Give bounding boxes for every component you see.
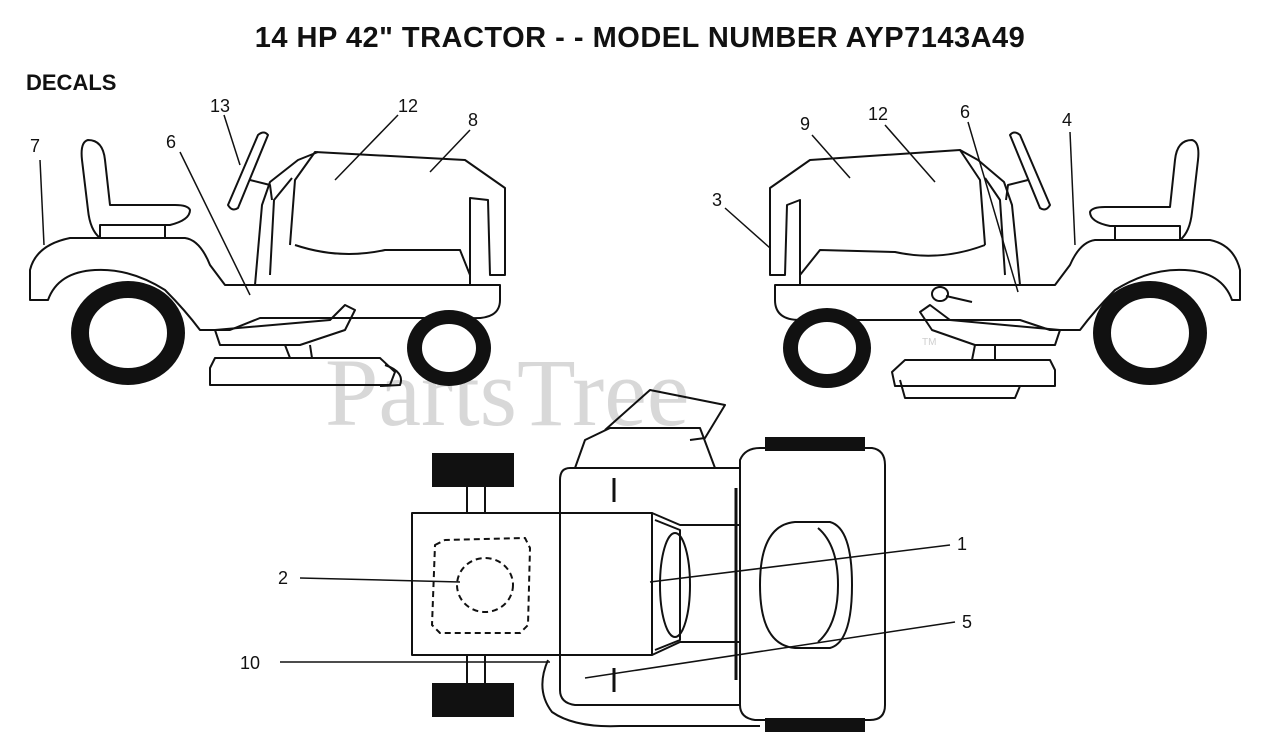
right-steering-column	[1005, 179, 1029, 201]
right-hood-lower	[799, 244, 986, 276]
right-fuel-cap	[931, 286, 949, 302]
left-front-wheel	[407, 310, 491, 386]
callout-4: 4	[1062, 110, 1072, 130]
leader-7	[39, 159, 45, 246]
callout-13: 13	[210, 96, 230, 116]
callout-10: 10	[240, 653, 260, 673]
watermark-text: PartsTree	[325, 339, 689, 446]
left-rear-wheel	[71, 281, 185, 385]
leader-3	[724, 207, 771, 249]
tractor-right-view	[769, 131, 1241, 399]
leader-2	[299, 577, 461, 583]
right-fuel-handle	[945, 295, 973, 303]
left-seat-base	[105, 226, 166, 239]
top-hood-shoulder	[654, 519, 681, 651]
callout-7: 7	[30, 136, 40, 156]
top-front-axle-upper	[466, 487, 486, 513]
right-rear-wheel	[1093, 281, 1207, 385]
left-steering-wheel	[227, 131, 269, 211]
top-rear-tire-upper	[765, 437, 865, 451]
top-steering-area	[574, 427, 716, 469]
callout-6-left: 6	[166, 132, 176, 152]
leader-4	[1069, 131, 1076, 246]
top-hood-neck	[651, 512, 740, 656]
top-deck-edge	[541, 659, 760, 728]
top-rear-tire-lower	[765, 718, 865, 732]
leader-5	[584, 621, 956, 679]
right-front-wheel	[783, 308, 871, 388]
top-seat	[759, 521, 853, 649]
callout-1: 1	[957, 534, 967, 554]
callout-5: 5	[962, 612, 972, 632]
callout-6-right: 6	[960, 102, 970, 122]
left-seat	[80, 139, 191, 239]
right-seat	[1089, 139, 1200, 241]
left-deck-mount	[284, 344, 313, 359]
tractor-left-view	[29, 131, 506, 387]
section-label: DECALS	[26, 70, 117, 95]
left-deck-chute	[379, 364, 402, 387]
top-decal-circle	[456, 557, 514, 613]
callout-12-left: 12	[398, 96, 418, 116]
leader-9	[811, 134, 851, 179]
left-mower-deck	[209, 357, 396, 386]
callout-9: 9	[800, 114, 810, 134]
right-deck-mount	[971, 344, 996, 361]
top-fender	[559, 467, 741, 706]
callout-12-right: 12	[868, 104, 888, 124]
top-hood	[411, 512, 653, 656]
left-dash-inner	[269, 177, 293, 276]
top-front-tire-lower	[432, 683, 514, 717]
leader-13	[223, 114, 241, 166]
left-running-board	[214, 304, 356, 346]
right-hood	[769, 149, 986, 285]
right-dash	[959, 149, 1021, 286]
leader-12-right	[884, 124, 936, 183]
right-dash-inner	[984, 177, 1006, 276]
left-hood-lower	[294, 244, 471, 276]
tractor-top-view	[411, 389, 886, 728]
leader-12-left	[334, 114, 399, 181]
top-decal-frame	[431, 537, 531, 634]
diagram-title: 14 HP 42" TRACTOR - - MODEL NUMBER AYP71…	[254, 22, 1026, 54]
top-front-axle-lower	[466, 655, 486, 683]
right-seat-base	[1114, 226, 1175, 241]
top-rear-body	[739, 447, 886, 721]
top-dash-pod	[659, 532, 691, 638]
top-seat-back	[817, 527, 839, 643]
callout-2: 2	[278, 568, 288, 588]
callout-3: 3	[712, 190, 722, 210]
right-mower-deck	[891, 359, 1056, 387]
leader-8	[429, 129, 471, 173]
watermark-tm: TM	[922, 337, 936, 348]
right-running-board	[919, 304, 1061, 346]
leader-1	[649, 544, 951, 583]
leader-6-left	[179, 151, 251, 296]
leader-lines	[39, 114, 1076, 679]
leader-6-right	[967, 121, 1019, 293]
left-steering-column	[249, 179, 273, 201]
left-dash	[254, 151, 319, 286]
top-steering-wheel	[604, 389, 726, 441]
right-steering-wheel	[1009, 131, 1051, 211]
right-deck-chute	[899, 379, 1021, 399]
top-front-tire-upper	[432, 453, 514, 487]
callout-8: 8	[468, 110, 478, 130]
left-hood	[289, 151, 506, 285]
